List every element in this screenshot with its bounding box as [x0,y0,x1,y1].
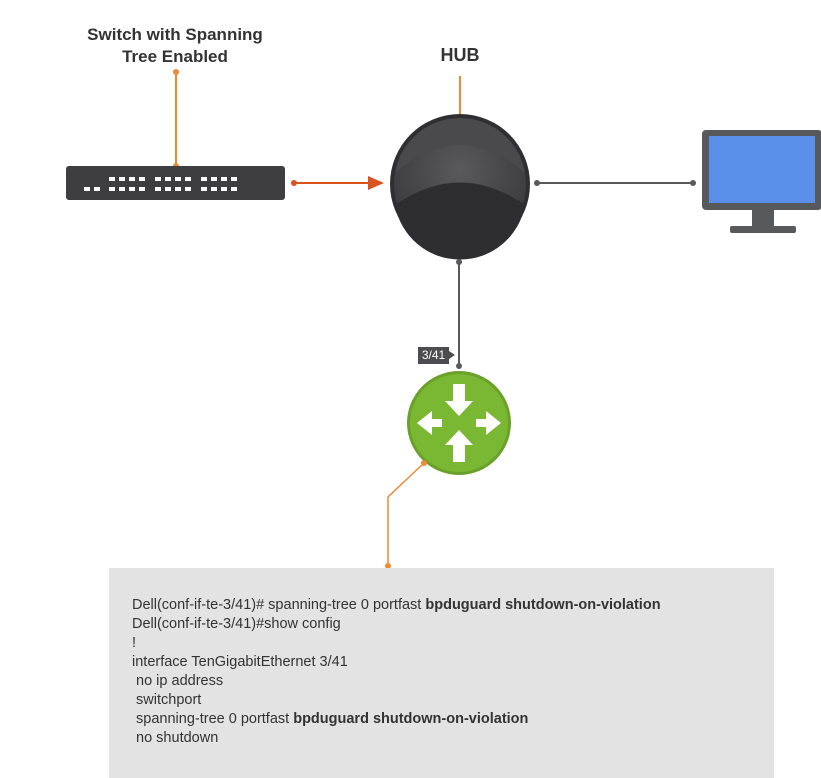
computer-monitor-icon [702,130,821,233]
switch-label-line2: Tree Enabled [122,47,228,66]
config-line: Dell(conf-if-te-3/41)#show config [132,615,661,634]
switch-callout-dot-top [173,69,179,75]
config-line-text: Dell(conf-if-te-3/41)#show config [132,616,341,632]
config-line-text: ! [132,635,137,651]
port-label: 3/41 [418,347,455,364]
config-line-keyword: bpduguard shutdown-on-violation [293,711,529,727]
config-lines: Dell(conf-if-te-3/41)# spanning-tree 0 p… [132,596,661,748]
switch-label: Switch with Spanning Tree Enabled [55,24,295,68]
switch-label-line1: Switch with Spanning [87,25,263,44]
config-line: interface TenGigabitEthernet 3/41 [132,653,661,672]
config-line: switchport [132,691,661,710]
hub-to-monitor-link [534,180,696,186]
config-line-text: spanning-tree 0 portfast [132,711,294,727]
config-line: ! [132,634,661,653]
router-arrows-icon [407,371,511,475]
hub-to-router-link [456,259,462,369]
config-line-keyword: bpduguard shutdown-on-violation [425,597,661,613]
config-line-text: switchport [132,692,202,708]
config-line-text: no ip address [132,673,224,689]
config-line: no shutdown [132,729,661,748]
router-callout-line [385,460,427,569]
config-line: spanning-tree 0 portfast bpduguard shutd… [132,710,661,729]
hub-icon [390,114,530,260]
hub-label: HUB [440,45,480,65]
config-box: Dell(conf-if-te-3/41)# spanning-tree 0 p… [109,568,774,778]
config-line: no ip address [132,672,661,691]
config-line-text: no shutdown [132,730,219,746]
switch-to-hub-arrow [291,176,384,190]
network-switch-icon [66,166,285,200]
config-line-text: interface TenGigabitEthernet 3/41 [132,654,348,670]
config-line: Dell(conf-if-te-3/41)# spanning-tree 0 p… [132,596,661,615]
config-line-text: Dell(conf-if-te-3/41)# spanning-tree 0 p… [132,597,426,613]
